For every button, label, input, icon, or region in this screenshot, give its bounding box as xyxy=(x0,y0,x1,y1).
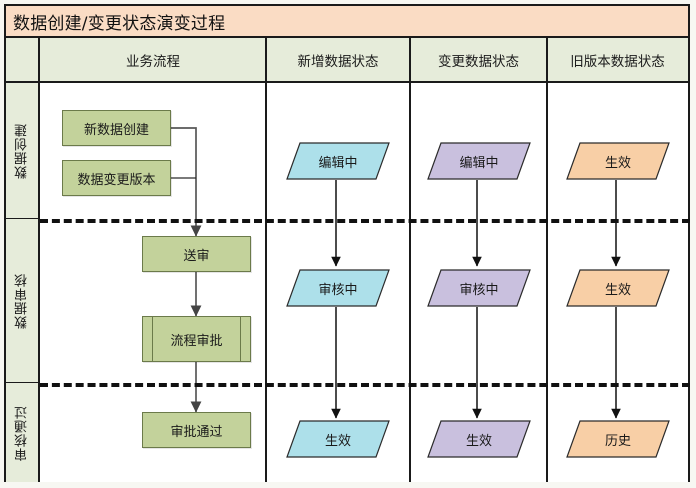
state-node-chg-editing[interactable]: 编辑中 xyxy=(427,142,531,180)
process-node-data-change-version-label: 数据变更版本 xyxy=(77,172,156,188)
lane-separator-2 xyxy=(40,383,690,387)
page-title: 数据创建/变更状态演变过程 xyxy=(13,13,226,34)
column-divider-1 xyxy=(265,38,267,482)
lane-label-review-passed-text: 审核通过 xyxy=(14,404,30,461)
process-node-new-data-create-label: 新数据创建 xyxy=(83,122,149,138)
column-header-row: 业务流程 新增数据状态 变更数据状态 旧版本数据状态 xyxy=(6,38,688,83)
lane-label-data-review: 数据审核 xyxy=(6,219,40,383)
process-node-process-approval-label: 流程审批 xyxy=(170,333,223,349)
column-header-old-version-data-state: 旧版本数据状态 xyxy=(547,38,688,83)
lane-separator-1 xyxy=(40,219,690,223)
state-node-new-editing[interactable]: 编辑中 xyxy=(286,142,390,180)
process-node-data-change-version[interactable]: 数据变更版本 xyxy=(62,160,171,196)
state-node-old-history[interactable]: 历史 xyxy=(566,420,670,458)
state-node-old-effective-1[interactable]: 生效 xyxy=(566,142,670,180)
state-node-chg-reviewing[interactable]: 审核中 xyxy=(427,269,531,307)
process-node-approval-passed-label: 审批通过 xyxy=(170,424,223,440)
lane-label-data-create: 数据创建 xyxy=(6,83,40,219)
column-divider-3 xyxy=(546,38,548,482)
column-divider-lane xyxy=(38,38,40,482)
column-header-new-data-state: 新增数据状态 xyxy=(266,38,410,83)
process-node-new-data-create[interactable]: 新数据创建 xyxy=(62,110,171,146)
state-node-new-reviewing[interactable]: 审核中 xyxy=(286,269,390,307)
lane-label-data-create-text: 数据创建 xyxy=(14,122,30,179)
header-lane-corner xyxy=(6,38,40,83)
lane-label-review-passed: 审核通过 xyxy=(6,383,40,482)
state-node-new-effective[interactable]: 生效 xyxy=(286,420,390,458)
lane-label-data-review-text: 数据审核 xyxy=(14,272,30,329)
column-divider-2 xyxy=(409,38,411,482)
diagram-title-bar: 数据创建/变更状态演变过程 xyxy=(6,6,688,38)
process-node-process-approval[interactable]: 流程审批 xyxy=(142,316,251,362)
process-node-submit-review[interactable]: 送审 xyxy=(142,236,251,272)
state-node-chg-effective[interactable]: 生效 xyxy=(427,420,531,458)
column-header-business-flow: 业务流程 xyxy=(40,38,266,83)
column-header-changed-data-state: 变更数据状态 xyxy=(410,38,547,83)
process-node-approval-passed[interactable]: 审批通过 xyxy=(142,412,251,448)
process-node-submit-review-label: 送审 xyxy=(183,248,210,264)
state-node-old-effective-2[interactable]: 生效 xyxy=(566,269,670,307)
